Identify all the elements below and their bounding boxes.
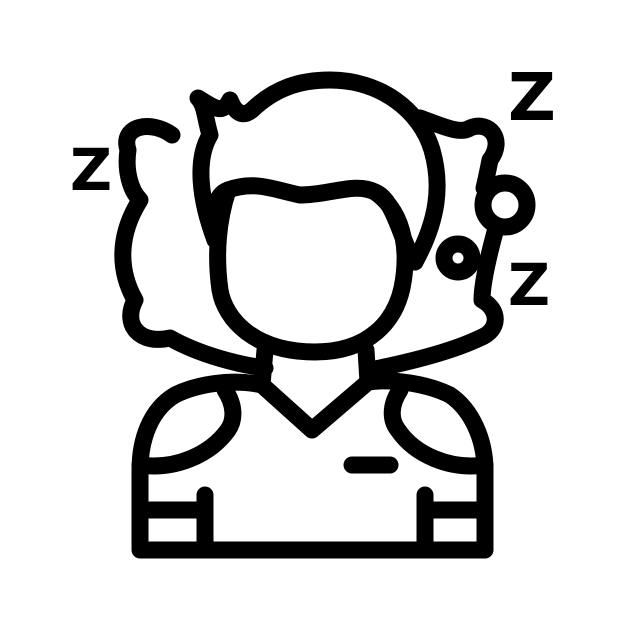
z-right-glyph: Z — [508, 251, 550, 319]
pillow-outline — [114, 118, 274, 377]
face-outline — [209, 181, 414, 361]
z-left-glyph: Z — [70, 136, 112, 204]
neck-outline — [253, 341, 377, 439]
right-sleeve — [383, 381, 494, 475]
z-top-right-glyph: Z — [508, 59, 556, 136]
thought-bubble-large — [474, 174, 536, 236]
pillow-outline-right-lower — [361, 223, 504, 379]
left-sleeve — [131, 381, 242, 475]
hair-outline — [189, 71, 446, 271]
pillow-outline-right — [411, 109, 505, 197]
thought-bubble-small — [435, 235, 481, 281]
shirt-outline — [131, 372, 494, 559]
